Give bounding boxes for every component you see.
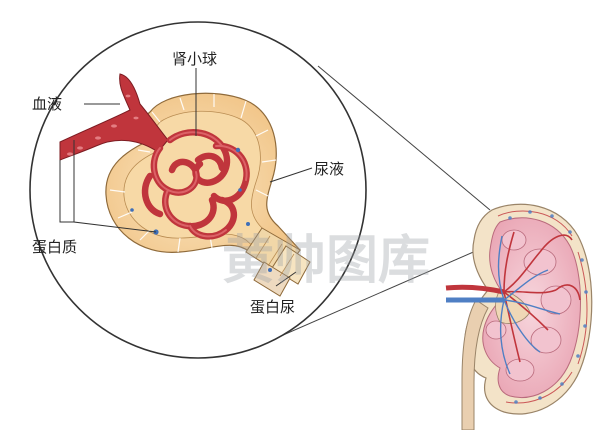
zoom-line-top — [317, 65, 491, 211]
magnified-glomerulus — [59, 73, 311, 297]
callout-lines — [59, 68, 313, 287]
blood-cells — [67, 94, 139, 156]
watermark: 黄帅图库 — [222, 231, 430, 291]
tubule — [245, 227, 311, 297]
blood-vessel — [59, 73, 169, 161]
label-protein: 蛋白质 — [32, 238, 77, 256]
label-urine: 尿液 — [314, 160, 344, 178]
label-glomerulus: 肾小球 — [172, 50, 217, 68]
label-blood: 血液 — [32, 95, 62, 113]
zoom-line-bottom — [257, 249, 479, 347]
label-proteinuria: 蛋白尿 — [250, 298, 295, 316]
capsule-cells — [109, 94, 277, 253]
kidney — [445, 203, 593, 430]
capillary-highlight — [152, 131, 248, 238]
